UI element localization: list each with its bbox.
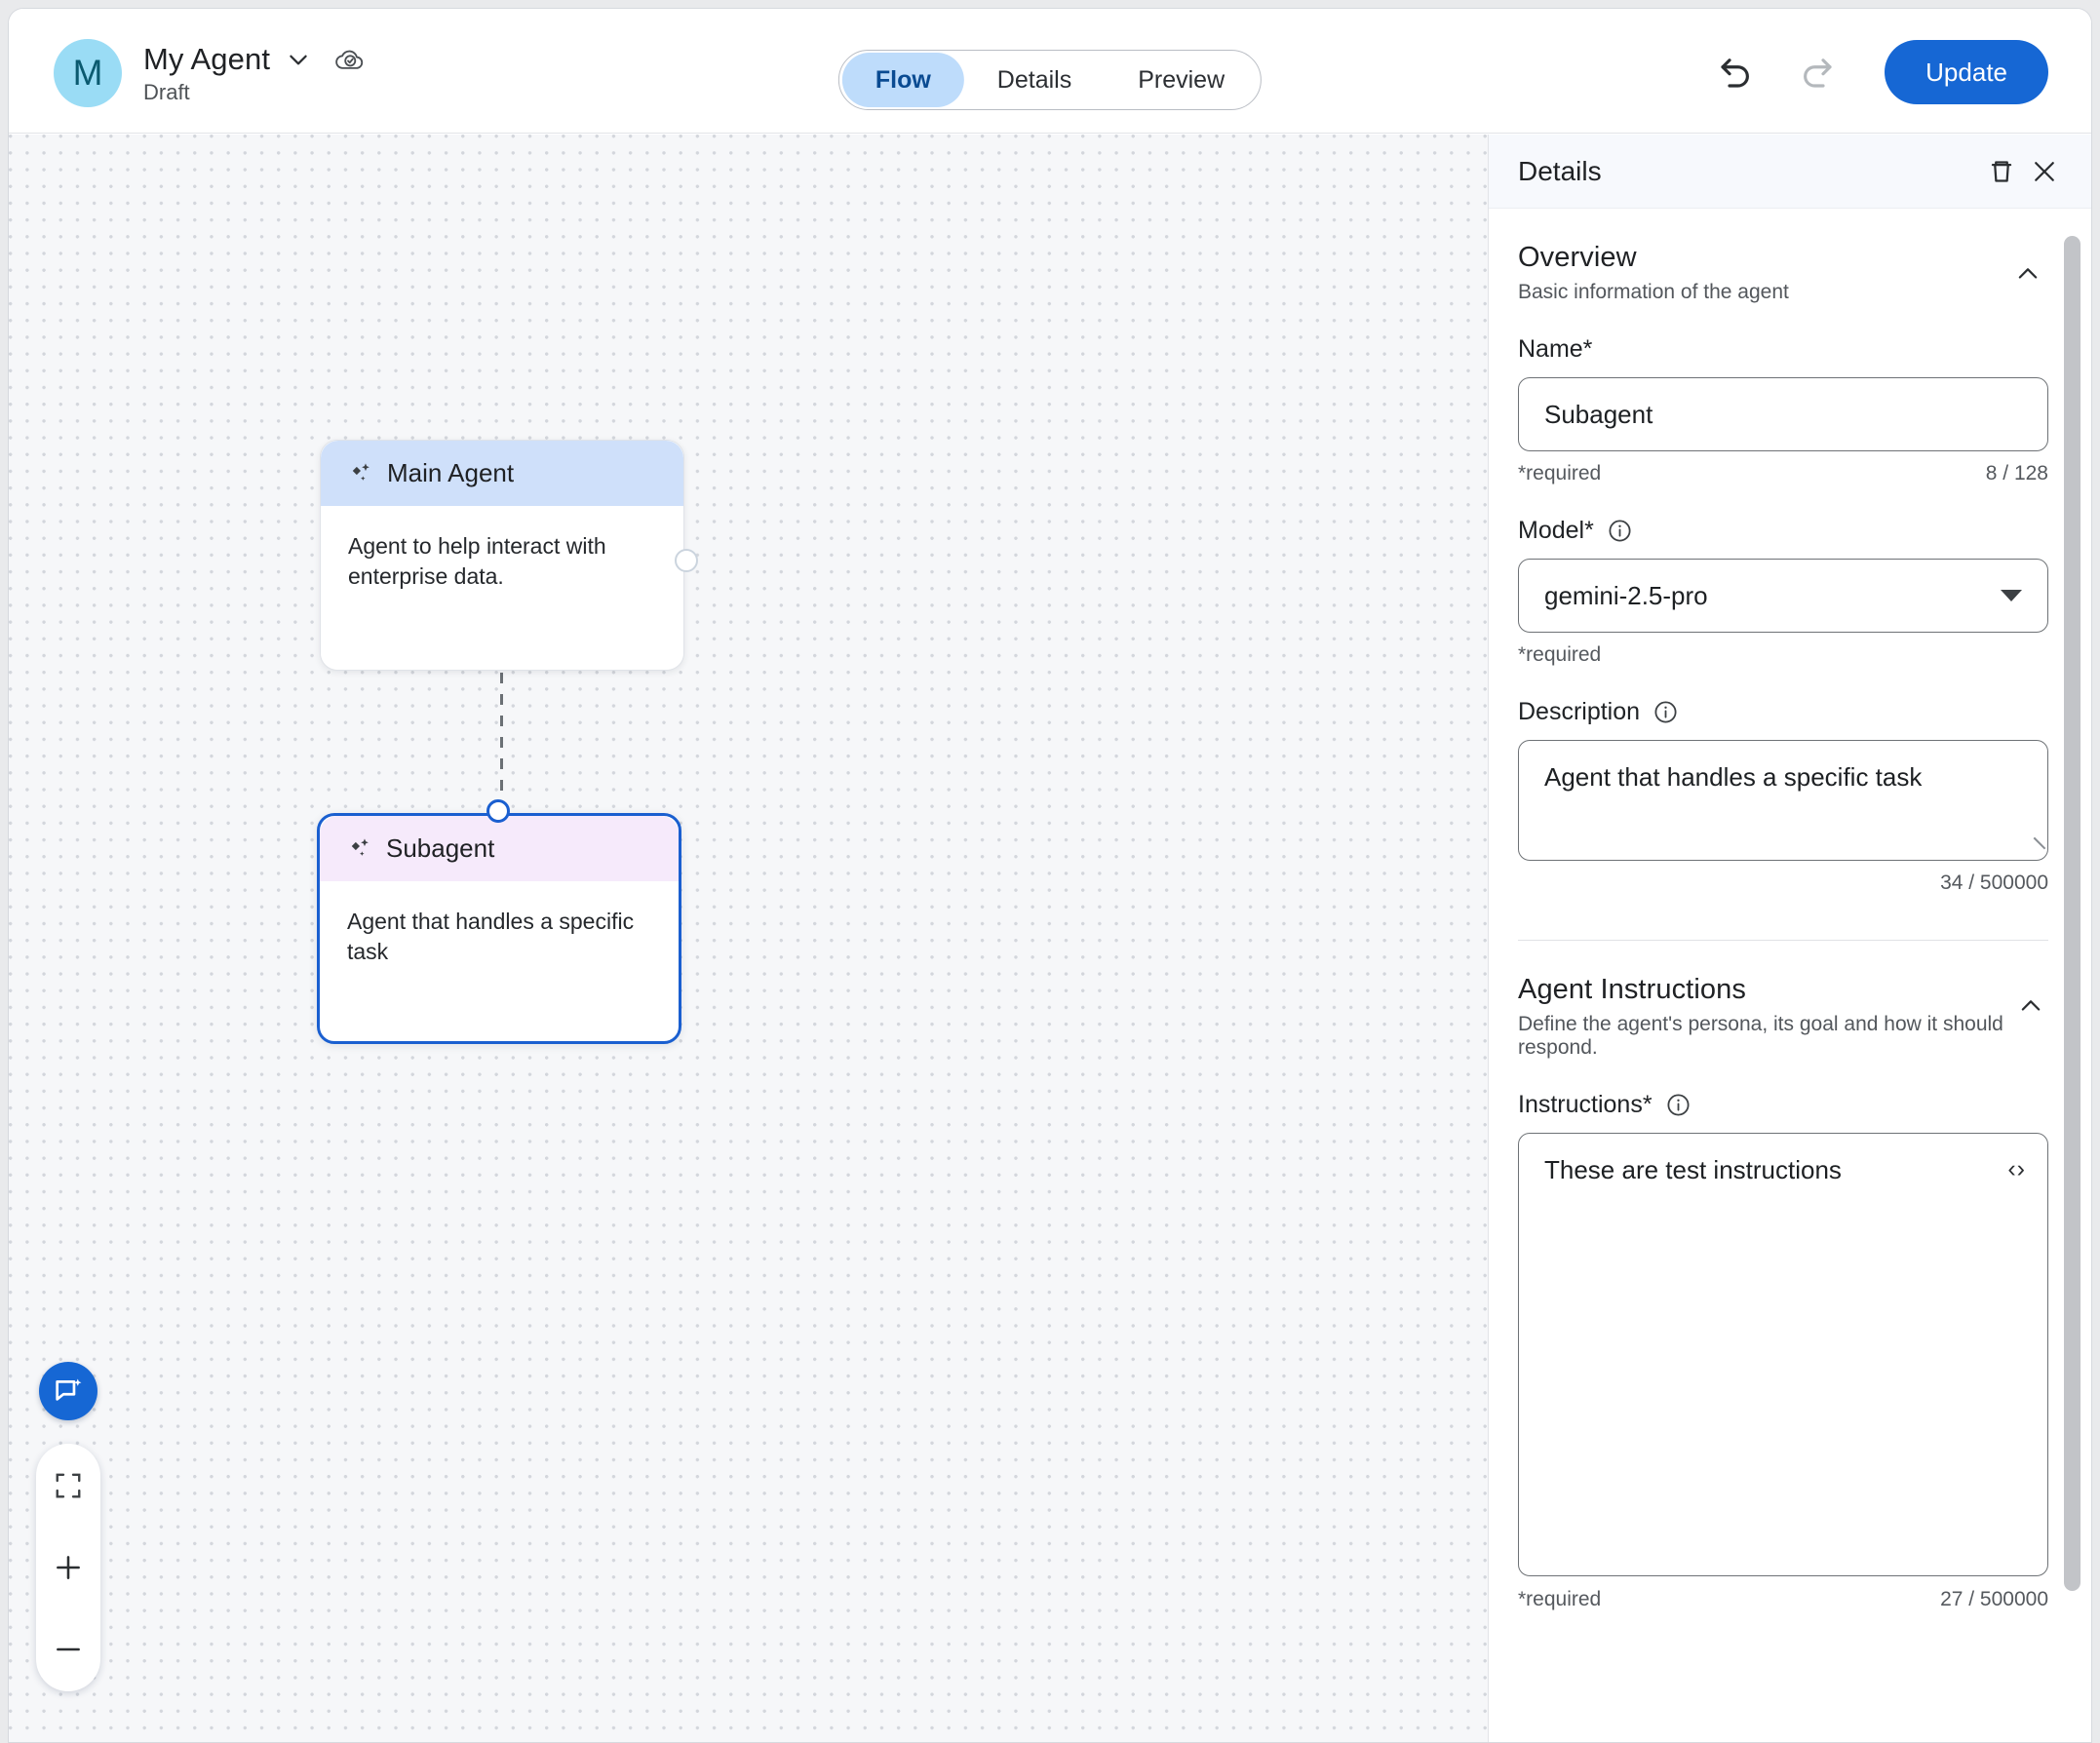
details-panel-scroll[interactable]: Overview Basic information of the agent …	[1489, 209, 2091, 1742]
flow-node-description: Agent that handles a specific task	[347, 909, 635, 964]
zoom-controls	[36, 1444, 100, 1691]
description-counter: 34 / 500000	[1940, 872, 2048, 894]
tab-flow[interactable]: Flow	[841, 53, 964, 107]
top-actions: Update	[1713, 40, 2048, 104]
model-label-text: Model*	[1518, 517, 1594, 544]
agent-title-block: My Agent Draft	[143, 42, 366, 105]
instructions-label-text: Instructions*	[1518, 1091, 1653, 1118]
avatar: M	[54, 39, 122, 107]
details-panel-header: Details	[1489, 135, 2091, 209]
info-icon[interactable]	[1607, 518, 1633, 544]
description-label-text: Description	[1518, 698, 1641, 725]
name-counter: 8 / 128	[1985, 462, 2048, 484]
model-label: Model*	[1518, 517, 2048, 545]
status-badge: Draft	[143, 79, 190, 104]
instructions-required-hint: *required	[1518, 1588, 1602, 1610]
flow-node-main-agent[interactable]: Main Agent Agent to help interact with e…	[320, 440, 684, 671]
details-panel-title: Details	[1518, 155, 1602, 186]
update-button[interactable]: Update	[1885, 40, 2048, 104]
zoom-in-button[interactable]	[44, 1543, 93, 1592]
description-value: Agent that handles a specific task	[1544, 762, 1923, 792]
section-title: Overview	[1518, 242, 1637, 273]
agent-identity[interactable]: M My Agent Draft	[54, 39, 366, 107]
tab-preview[interactable]: Preview	[1138, 65, 1225, 94]
field-description: Description Agent that handles a specifi…	[1518, 698, 2048, 895]
flow-node-title: Subagent	[386, 833, 495, 863]
section-title: Agent Instructions	[1518, 974, 1746, 1005]
instructions-counter: 27 / 500000	[1940, 1588, 2048, 1610]
top-bar: M My Agent Draft	[9, 9, 2091, 134]
flow-node-header: Subagent	[320, 816, 679, 881]
chat-sparkle-icon[interactable]	[39, 1362, 97, 1420]
flow-node-subagent[interactable]: Subagent Agent that handles a specific t…	[317, 813, 681, 1044]
redo-icon[interactable]	[1793, 49, 1840, 96]
scrollbar-thumb[interactable]	[2064, 236, 2081, 1591]
trash-icon[interactable]	[1980, 150, 2023, 193]
workspace: Main Agent Agent to help interact with e…	[9, 135, 2091, 1742]
flow-node-header: Main Agent	[321, 441, 683, 506]
section-overview-header: Overview Basic information of the agent	[1518, 242, 2048, 304]
name-label: Name*	[1518, 335, 1593, 363]
description-label: Description	[1518, 698, 2048, 726]
tab-details[interactable]: Details	[996, 65, 1072, 94]
instructions-editor[interactable]: These are test instructions ‹›	[1518, 1133, 2048, 1576]
flow-edge	[500, 673, 503, 812]
field-name: Name* Subagent *required 8 / 128	[1518, 335, 2048, 485]
undo-icon[interactable]	[1713, 49, 1760, 96]
flow-canvas[interactable]: Main Agent Agent to help interact with e…	[9, 135, 1488, 1742]
cloud-saved-icon	[327, 44, 366, 75]
fit-view-icon[interactable]	[44, 1461, 93, 1510]
section-subtitle: Basic information of the agent	[1518, 281, 1789, 303]
chevron-down-icon[interactable]	[286, 47, 311, 72]
page-title: My Agent	[143, 41, 271, 76]
close-icon[interactable]	[2023, 150, 2066, 193]
instructions-label: Instructions*	[1518, 1091, 2048, 1119]
node-output-handle[interactable]	[675, 549, 698, 572]
field-model: Model* gemini-2.5-pro	[1518, 517, 2048, 667]
sparkle-icon	[348, 461, 373, 486]
code-view-toggle-icon[interactable]: ‹›	[2007, 1155, 2026, 1182]
panel-scrollbar[interactable]	[2058, 209, 2085, 1742]
name-required-hint: *required	[1518, 462, 1602, 484]
node-input-handle[interactable]	[486, 799, 510, 823]
model-select[interactable]: gemini-2.5-pro	[1518, 559, 2048, 633]
chevron-up-icon[interactable]	[2013, 986, 2048, 1026]
info-icon[interactable]	[1653, 699, 1679, 725]
chevron-up-icon[interactable]	[2007, 253, 2048, 294]
details-panel: Details Overview Basic informa	[1488, 135, 2091, 1742]
section-agent-instructions-header: Agent Instructions Define the agent's pe…	[1518, 974, 2048, 1060]
sparkle-icon	[347, 836, 372, 862]
app-window: M My Agent Draft	[8, 8, 2092, 1743]
description-textarea[interactable]: Agent that handles a specific task	[1518, 740, 2048, 861]
info-icon[interactable]	[1665, 1092, 1692, 1118]
section-subtitle: Define the agent's persona, its goal and…	[1518, 1013, 2003, 1059]
name-input[interactable]: Subagent	[1518, 377, 2048, 451]
flow-node-description: Agent to help interact with enterprise d…	[348, 533, 606, 589]
model-required-hint: *required	[1518, 643, 1602, 666]
section-divider	[1518, 940, 2048, 941]
zoom-out-button[interactable]	[44, 1625, 93, 1674]
dropdown-arrow-icon	[2001, 590, 2022, 601]
view-tabs: Flow Details Preview	[837, 50, 1263, 110]
flow-node-title: Main Agent	[387, 458, 515, 487]
instructions-value: These are test instructions	[1544, 1155, 1842, 1184]
resize-handle-icon[interactable]	[2023, 836, 2046, 860]
model-selected-value: gemini-2.5-pro	[1544, 580, 1708, 610]
field-instructions: Instructions* These are test instruction…	[1518, 1091, 2048, 1611]
